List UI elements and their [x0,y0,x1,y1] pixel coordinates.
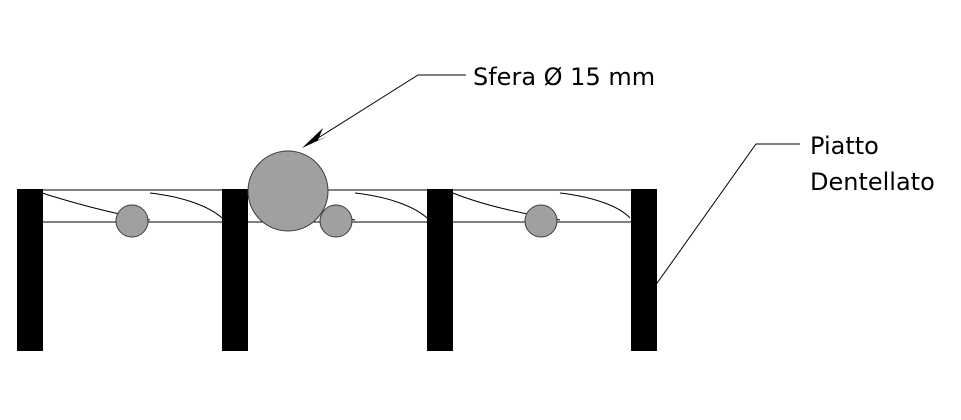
small-ball-1 [115,204,149,238]
sphere-label: Sfera Ø 15 mm [473,63,655,91]
plate-post-2 [222,189,248,351]
small-balls [115,204,558,238]
plate-post-1 [17,189,43,351]
plate-posts [17,189,657,351]
plate-post-3 [427,189,453,351]
tooth-curve-3b [559,192,631,219]
sphere-leader-arrowhead [302,128,328,148]
tooth-curve-2b [354,192,428,219]
plate-post-4 [631,189,657,351]
tooth-curve-1b [149,192,223,219]
large-sphere [247,150,329,232]
plate-label-line2: Dentellato [810,168,935,196]
sphere-leader-line [317,74,466,139]
plate-label-line1: Piatto [810,132,879,160]
small-ball-3 [524,204,558,238]
plate-leader-line [654,143,800,287]
small-ball-2 [319,204,353,238]
sphere-leader [302,74,466,148]
